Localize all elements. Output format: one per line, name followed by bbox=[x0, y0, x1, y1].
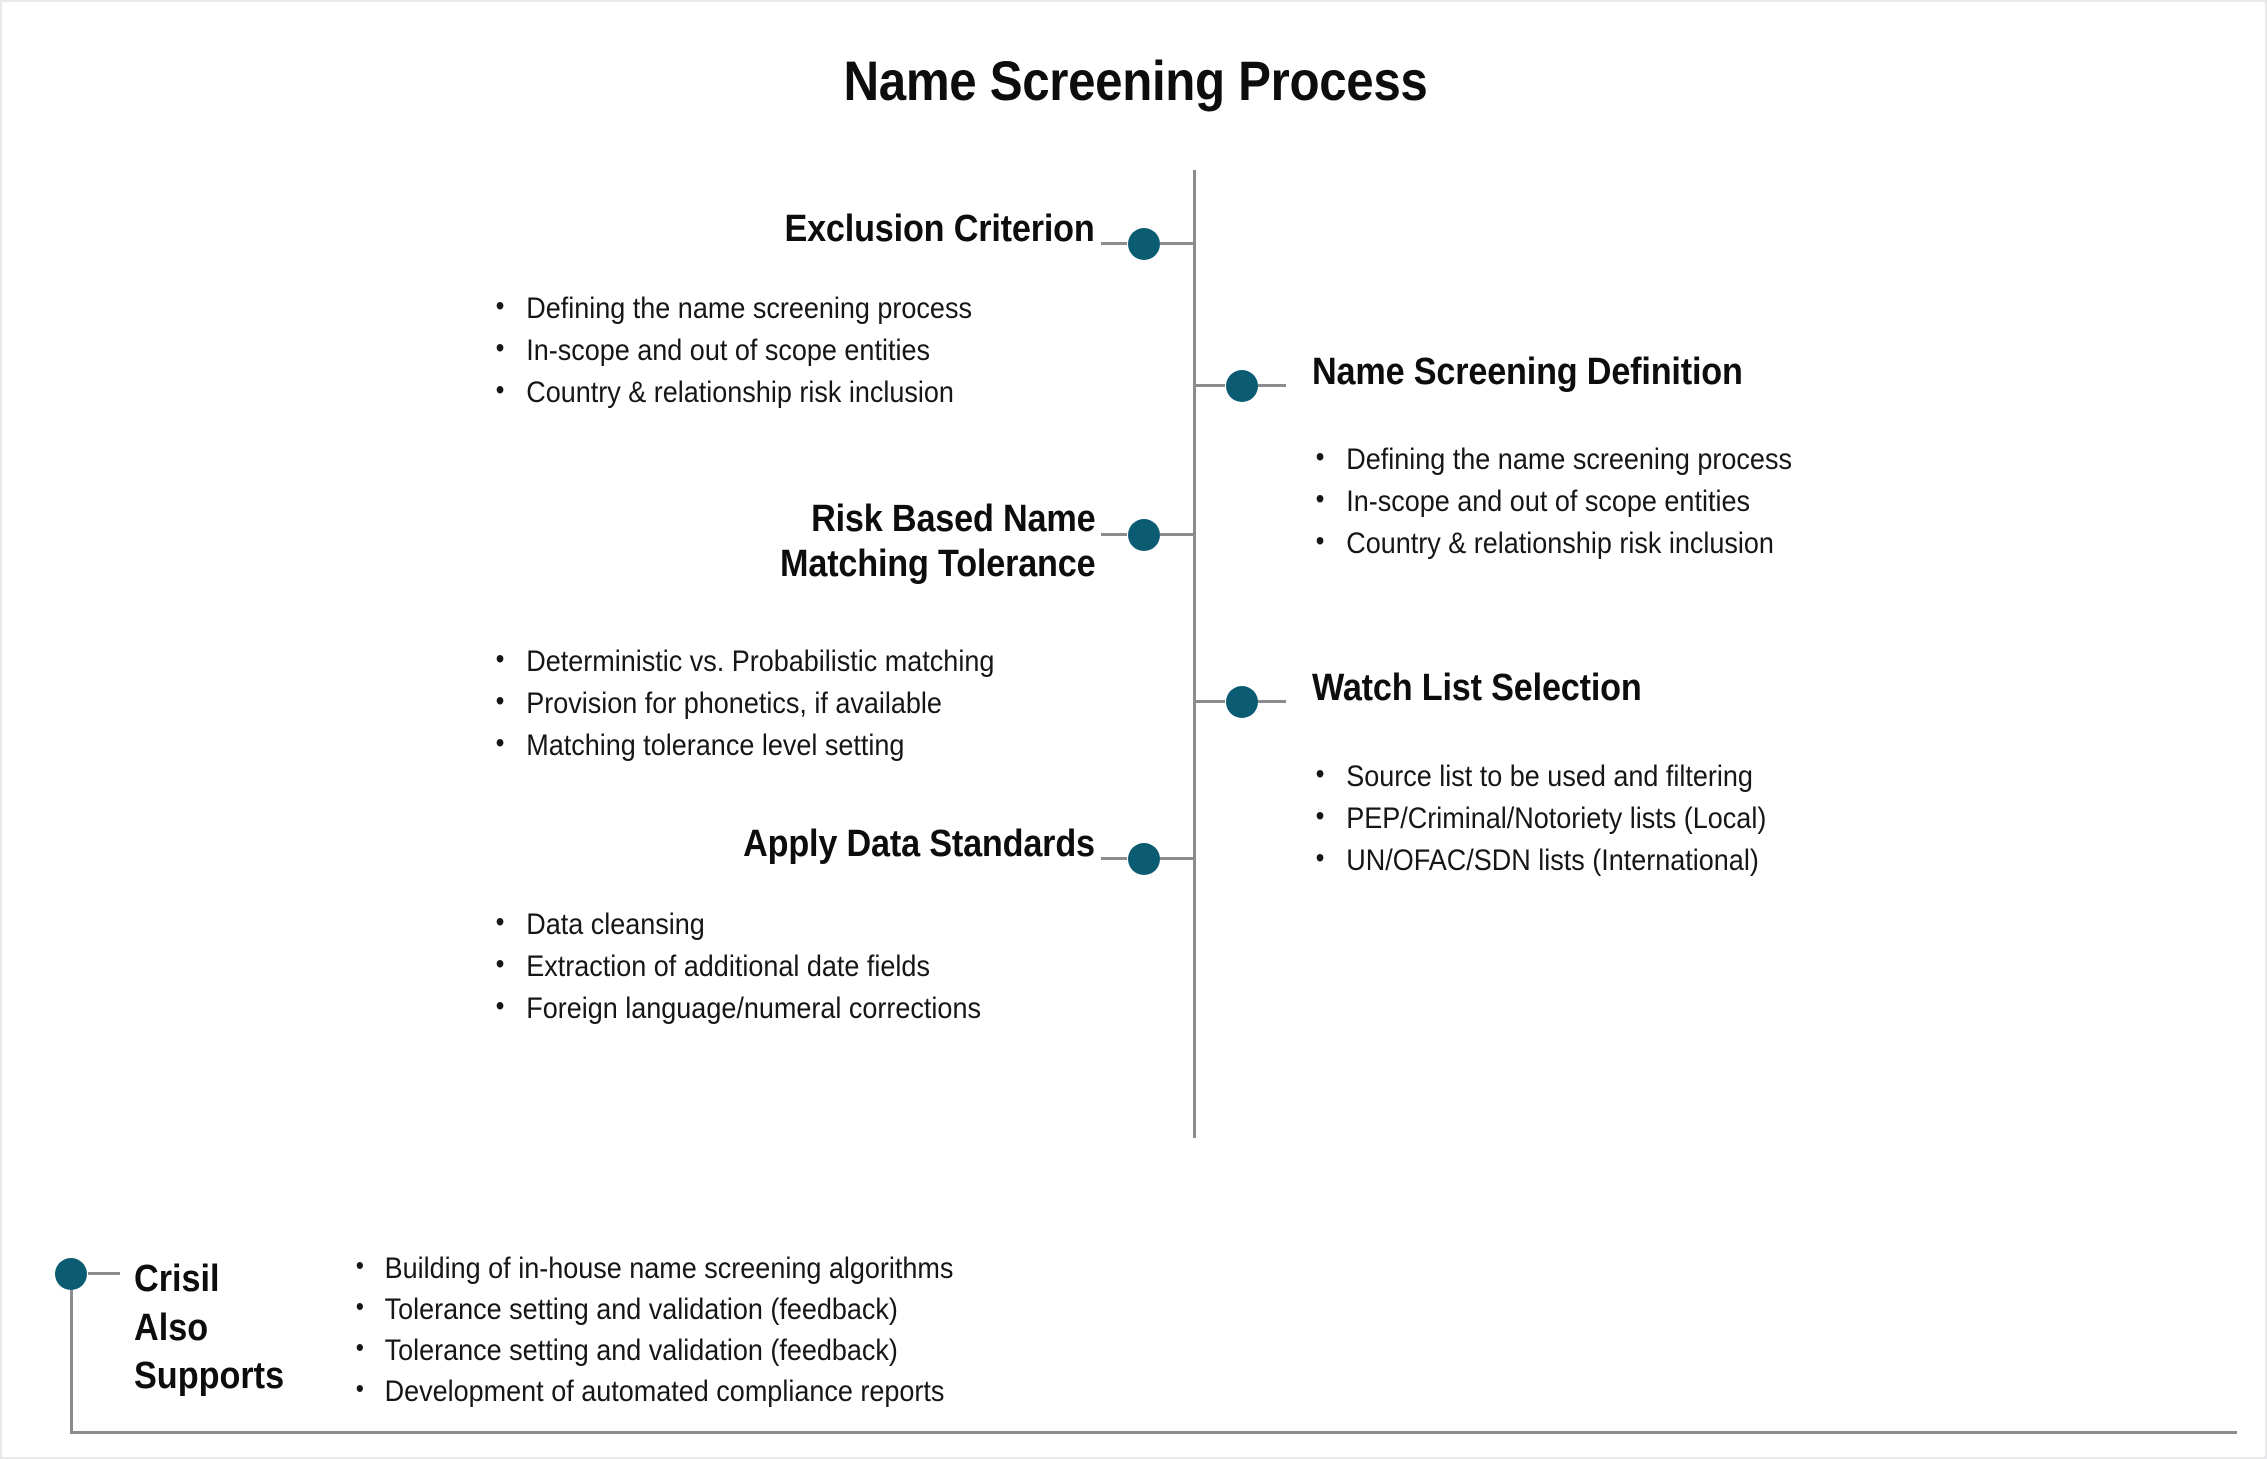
bullet-list-watch-list-selection: Source list to be used and filtering PEP… bbox=[1312, 760, 1767, 888]
connector-stub-left-risk-based-name-matching-tolerance bbox=[1101, 533, 1127, 536]
list-item: Source list to be used and filtering bbox=[1312, 760, 1766, 792]
list-item: Building of in-house name screening algo… bbox=[354, 1252, 954, 1284]
list-item: In-scope and out of scope entities bbox=[492, 334, 972, 366]
section-title-line-2: Matching Tolerance bbox=[779, 542, 1096, 585]
list-item: In-scope and out of scope entities bbox=[1312, 485, 1792, 517]
connector-stub-left-watch-list-selection bbox=[1193, 700, 1225, 703]
footer-label-line-3: Supports bbox=[134, 1355, 285, 1398]
connector-stub-right-exclusion-criterion bbox=[1160, 242, 1194, 245]
list-item: Tolerance setting and validation (feedba… bbox=[354, 1334, 953, 1366]
connector-stub-left-apply-data-standards bbox=[1101, 857, 1127, 860]
bullet-list-name-screening-definition: Defining the name screening process In-s… bbox=[1312, 443, 1792, 571]
list-item: Defining the name screening process bbox=[492, 292, 972, 324]
footer-bracket-horizontal bbox=[70, 1431, 2237, 1434]
list-item: UN/OFAC/SDN lists (International) bbox=[1312, 844, 1766, 876]
list-item: Provision for phonetics, if available bbox=[492, 687, 994, 719]
bullet-list-exclusion-criterion: Defining the name screening process In-s… bbox=[492, 292, 972, 420]
bullet-list-apply-data-standards: Data cleansing Extraction of additional … bbox=[492, 908, 981, 1036]
list-item: PEP/Criminal/Notoriety lists (Local) bbox=[1312, 802, 1767, 834]
section-title-risk-based-name-matching-tolerance: Risk Based Name Matching Tolerance bbox=[779, 497, 1096, 587]
list-item: Defining the name screening process bbox=[1312, 443, 1792, 475]
connector-stub-left-exclusion-criterion bbox=[1101, 242, 1127, 245]
timeline-node-name-screening-definition[interactable] bbox=[1226, 370, 1258, 402]
footer-label-line-1: Crisil bbox=[134, 1258, 220, 1300]
list-item: Development of automated compliance repo… bbox=[354, 1375, 953, 1407]
section-title-name-screening-definition: Name Screening Definition bbox=[1312, 351, 1743, 393]
list-item: Extraction of additional date fields bbox=[492, 950, 981, 982]
list-item: Deterministic vs. Probabilistic matching bbox=[492, 645, 995, 677]
section-title-exclusion-criterion: Exclusion Criterion bbox=[784, 208, 1095, 250]
connector-stub-right-name-screening-definition bbox=[1258, 384, 1286, 387]
bullet-list-crisil-also-supports: Building of in-house name screening algo… bbox=[354, 1252, 954, 1418]
footer-label-crisil-also-supports: Crisil Also Supports bbox=[134, 1255, 296, 1401]
timeline-spine bbox=[1193, 170, 1196, 1138]
timeline-node-exclusion-criterion[interactable] bbox=[1128, 228, 1160, 260]
timeline-node-crisil-also-supports[interactable] bbox=[55, 1258, 87, 1290]
list-item: Data cleansing bbox=[492, 908, 981, 940]
connector-stub-right-watch-list-selection bbox=[1258, 700, 1286, 703]
connector-stub-left-name-screening-definition bbox=[1193, 384, 1225, 387]
timeline-node-risk-based-name-matching-tolerance[interactable] bbox=[1128, 519, 1160, 551]
bullet-list-risk-based-name-matching-tolerance: Deterministic vs. Probabilistic matching… bbox=[492, 645, 995, 773]
list-item: Matching tolerance level setting bbox=[492, 729, 994, 761]
connector-stub-right-apply-data-standards bbox=[1160, 857, 1194, 860]
section-title-apply-data-standards: Apply Data Standards bbox=[743, 823, 1095, 865]
connector-stub-right-crisil-also-supports bbox=[88, 1272, 120, 1275]
section-title-watch-list-selection: Watch List Selection bbox=[1312, 667, 1642, 709]
timeline-node-apply-data-standards[interactable] bbox=[1128, 843, 1160, 875]
list-item: Country & relationship risk inclusion bbox=[492, 376, 972, 408]
timeline-node-watch-list-selection[interactable] bbox=[1226, 686, 1258, 718]
footer-bracket-vertical bbox=[70, 1290, 73, 1434]
list-item: Tolerance setting and validation (feedba… bbox=[354, 1293, 953, 1325]
page-title: Name Screening Process bbox=[843, 49, 1428, 112]
list-item: Country & relationship risk inclusion bbox=[1312, 527, 1792, 559]
connector-stub-right-risk-based-name-matching-tolerance bbox=[1160, 533, 1194, 536]
footer-label-line-2: Also bbox=[134, 1306, 209, 1349]
list-item: Foreign language/numeral corrections bbox=[492, 992, 981, 1024]
section-title-line-1: Risk Based Name bbox=[810, 498, 1096, 540]
